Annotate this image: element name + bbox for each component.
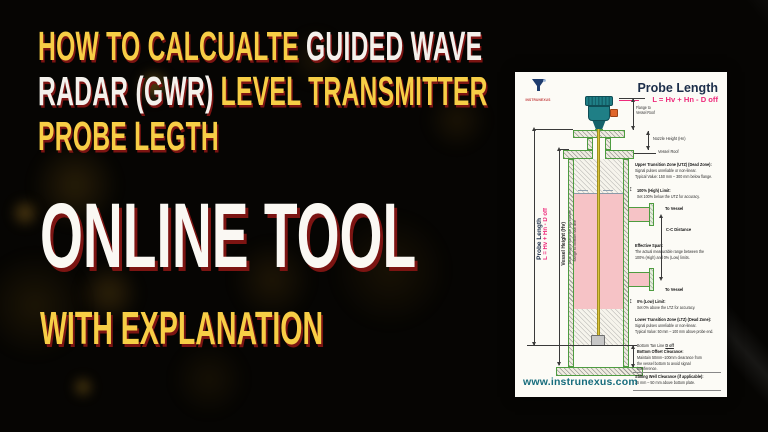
flange-to-roof-arrow xyxy=(633,98,634,130)
probe-end-weight xyxy=(591,335,605,346)
stilling-annotation: Stilling Well Clearance (if applicable):… xyxy=(635,374,704,385)
utz-annotation: Upper Transition Zone (UTZ) (Dead Zone):… xyxy=(635,162,713,179)
upper-nozzle-flange xyxy=(649,203,654,226)
transmitter-cone xyxy=(592,121,606,130)
headline-line2: RADAR (GWR) LEVEL TRANSMITTER xyxy=(38,69,488,114)
arrowhead-icon xyxy=(646,146,650,150)
big-title: ONLINE TOOL xyxy=(40,185,417,287)
to-vessel-lower-label: To Vessel xyxy=(665,288,684,293)
arrowhead-icon xyxy=(659,214,663,218)
headline-line3-yellow: PROBE LEGTH xyxy=(38,113,219,159)
vessel-height-dimension-line xyxy=(559,150,560,365)
bottom-tan-label: Bottom Tan Line xyxy=(637,343,665,348)
nozzle-height-arrow xyxy=(648,131,649,150)
light-streak xyxy=(736,0,768,91)
stilling-separator-top xyxy=(633,372,721,373)
arrowhead-icon xyxy=(532,127,536,131)
probe-length-diagram-card: INSTRUNEXUS Probe Length L = Hv + Hn - D… xyxy=(515,72,727,397)
arrowhead-icon xyxy=(631,364,635,368)
ltz-annotation: Lower Transition Zone (LTZ) (Dead Zone):… xyxy=(635,317,714,334)
stilling-separator-bottom xyxy=(633,390,721,391)
arrowhead-icon xyxy=(532,342,536,346)
arrowhead-icon xyxy=(557,362,561,366)
vessel-height-note-line2: flange to bottom tan line xyxy=(572,220,577,262)
probe-length-dimension-line xyxy=(534,130,535,345)
subtitle: WITH EXPLANATION xyxy=(40,302,324,354)
high-limit-annotation: 100% (High) Limit: Set 100% below the UT… xyxy=(637,188,700,199)
probe-length-rotated-formula: L = Hv + Hn - D off xyxy=(543,208,549,260)
diagram-formula: L = Hv + Hn - D off xyxy=(652,95,718,104)
probe-length-rotated-label: Probe Length xyxy=(536,218,543,260)
bottom-offset-annotation: Bottom Tan Line D off Bottom Offset Clea… xyxy=(637,343,702,372)
vessel-wall-right xyxy=(623,159,629,367)
cc-distance-label: C-C Distance xyxy=(666,228,692,233)
headline-line1: HOW TO CALCUALTE GUIDED WAVE xyxy=(38,24,482,69)
surface-ripple xyxy=(578,190,588,191)
logo-brand: INSTRUNEXUS xyxy=(525,98,551,102)
formula-leader-line xyxy=(619,100,639,101)
d-off-label: D off xyxy=(665,343,674,348)
transmitter-connector xyxy=(610,109,618,117)
vessel-height-top-tick xyxy=(559,149,569,150)
effective-span-annotation: Effective Span: The actual measurable ra… xyxy=(635,243,705,260)
lower-side-nozzle xyxy=(629,272,649,287)
bottom-plate xyxy=(556,367,643,376)
cc-distance-arrow xyxy=(661,216,662,279)
nozzle-wall-right xyxy=(605,138,611,150)
headline-line1-white: GUIDED WAVE xyxy=(305,23,483,69)
headline-line2-yellow: LEVEL TRANSMITTER xyxy=(220,68,488,114)
arrowhead-icon xyxy=(631,126,635,130)
bokeh-circle xyxy=(74,378,92,396)
vessel-wall-left xyxy=(568,159,574,367)
lower-nozzle-flange xyxy=(649,268,654,291)
headline-line2-white: RADAR (GWR) xyxy=(38,68,214,114)
probe-rod xyxy=(597,129,600,337)
nozzle-wall-left xyxy=(587,138,593,150)
headline-line1-yellow: HOW TO CALCUALTE xyxy=(38,23,299,69)
low-limit-annotation: 0% (Low) Limit: Set 0% above the LTZ for… xyxy=(637,299,696,310)
bokeh-circle xyxy=(12,200,38,226)
arrowhead-icon xyxy=(659,277,663,281)
vessel-roof-right xyxy=(605,150,634,159)
transmitter-housing xyxy=(588,106,610,121)
vessel-roof-left xyxy=(563,150,593,159)
arrowhead-icon xyxy=(646,131,650,135)
bottom-tan-line xyxy=(527,344,637,346)
arrowhead-icon xyxy=(631,98,635,102)
updown-arrow-icon: ↕ xyxy=(629,298,633,305)
probe-length-top-tick xyxy=(534,129,573,130)
surface-ripple xyxy=(603,190,613,191)
vessel-roof-leader xyxy=(634,153,656,154)
to-vessel-upper-label: To Vessel xyxy=(665,207,684,212)
transmitter-cap xyxy=(585,96,613,106)
updown-arrow-icon: ↕ xyxy=(629,186,633,193)
funnel-logo-icon xyxy=(531,79,546,91)
arrowhead-icon xyxy=(557,147,561,151)
headline-line3: PROBE LEGTH xyxy=(38,114,219,159)
flange-to-roof-label: Flange to Vessel Roof xyxy=(636,105,655,116)
logo: INSTRUNEXUS xyxy=(523,78,553,102)
bottom-offset-arrow xyxy=(633,346,634,367)
diagram-heading: Probe Length xyxy=(637,81,718,95)
nozzle-height-label: Nozzle Height (Hn) xyxy=(653,136,686,141)
arrowhead-icon xyxy=(631,345,635,349)
upper-side-nozzle xyxy=(629,207,649,222)
website-text: www.instrunexus.com xyxy=(523,376,638,388)
vessel-roof-label: Vessel Roof xyxy=(658,149,679,154)
